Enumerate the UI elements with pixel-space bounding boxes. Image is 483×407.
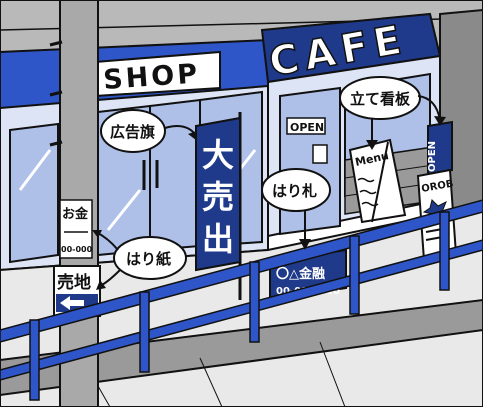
door-window-icon [313, 145, 327, 163]
open-banner-text: OPEN [427, 141, 438, 172]
rail-post-4 [350, 236, 359, 314]
plate-name: 〇△金融 [276, 266, 325, 282]
pole-paper-title: お金 [62, 206, 89, 222]
pole-sale-text: 売地 [57, 272, 91, 293]
rail-post-3 [250, 262, 259, 342]
big-sale-line1: 大 [202, 136, 234, 174]
rail-post-2 [140, 292, 149, 372]
rail-post-5 [440, 212, 449, 290]
callout-posted-paper: はり紙 [126, 250, 171, 268]
callout-advertising-flag: 広告旗 [110, 123, 155, 141]
open-door-sign-text: OPEN [290, 121, 324, 134]
cafe-door [280, 88, 340, 234]
rail-post-1 [30, 320, 39, 400]
callout-hanging-plate: はり札 [272, 182, 317, 200]
big-sale-line2: 売 [202, 178, 234, 216]
big-sale-line3: 出 [202, 220, 234, 258]
pole-paper-phone: 00-000 [61, 245, 93, 254]
callout-standing-sign: 立て看板 [350, 90, 411, 108]
